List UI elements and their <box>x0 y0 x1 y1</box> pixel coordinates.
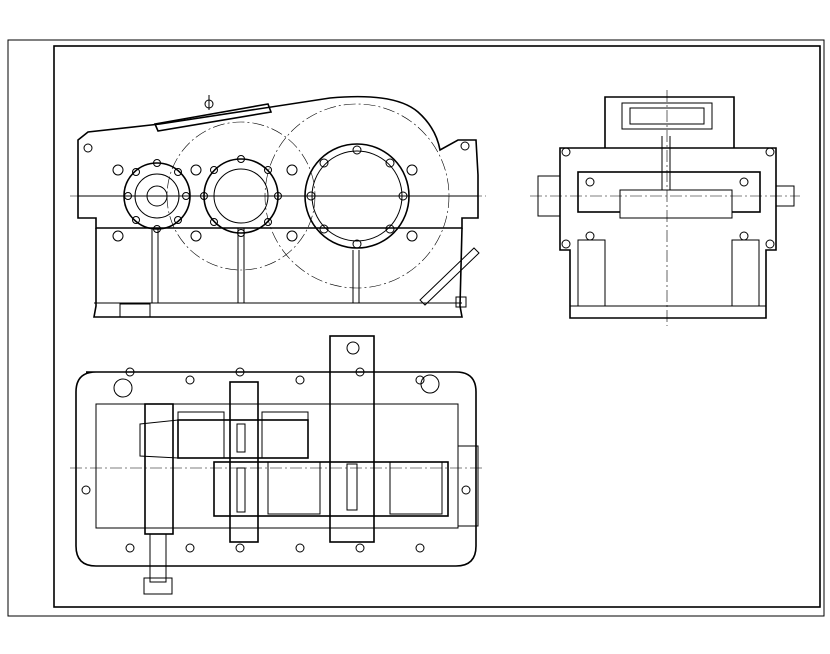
bolt-inter-1 <box>274 192 282 200</box>
keyway-2 <box>236 467 246 513</box>
bolt-inter-4 <box>210 166 218 174</box>
side-leg-left <box>577 239 606 307</box>
flange-bolt-6 <box>406 164 418 176</box>
inspection-hatch <box>153 103 273 132</box>
top-bolt-7 <box>185 543 195 553</box>
bearing-2 <box>261 411 309 459</box>
lifting-hole-top-left <box>113 378 133 398</box>
bolt-output-7 <box>385 224 395 234</box>
bolt-inter-5 <box>264 166 272 174</box>
top-bolt-10 <box>355 543 365 553</box>
hatch-side-inner <box>629 107 705 125</box>
top-bolt-3 <box>295 375 305 385</box>
bearing-1 <box>177 411 225 459</box>
side-view <box>530 90 800 326</box>
bearing-4 <box>267 461 321 515</box>
top-housing <box>75 371 477 567</box>
flange-bolt-1 <box>112 230 124 242</box>
inner-frame <box>53 45 821 608</box>
side-bolt-5 <box>585 231 595 241</box>
top-bolt-8 <box>235 543 245 553</box>
top-bolt-2 <box>235 367 245 377</box>
top-bolt-0 <box>125 367 135 377</box>
bolt-input-6 <box>132 216 140 224</box>
flange-bolt-2 <box>190 164 202 176</box>
input-key <box>143 577 173 595</box>
outer-border <box>7 39 825 617</box>
top-side-boss <box>457 445 479 527</box>
bearing-3 <box>389 461 443 515</box>
side-bolt-3 <box>765 239 775 249</box>
front-foot-left <box>119 303 151 318</box>
bolt-input-4 <box>132 168 140 176</box>
top-bolt-5 <box>415 375 425 385</box>
flange-bolt-5 <box>286 230 298 242</box>
bolt-output-1 <box>398 191 408 201</box>
side-shaft-band <box>619 189 733 219</box>
flange-bolt-0 <box>112 164 124 176</box>
side-bolt-4 <box>585 177 595 187</box>
bolt-output-0 <box>352 145 362 155</box>
bolt-output-4 <box>319 158 329 168</box>
front-housing-base <box>93 227 463 318</box>
gear-row-lower <box>213 461 449 517</box>
bolt-input-1 <box>182 192 190 200</box>
lifting-hole-left <box>83 143 93 153</box>
side-bolt-2 <box>765 147 775 157</box>
top-bolt-12 <box>81 485 91 495</box>
bolt-output-5 <box>385 158 395 168</box>
top-bolt-9 <box>295 543 305 553</box>
bolt-output-3 <box>306 191 316 201</box>
bolt-input-2 <box>153 225 161 233</box>
flange-bolt-3 <box>190 230 202 242</box>
side-bolt-7 <box>739 231 749 241</box>
keyway-1 <box>236 423 246 453</box>
bolt-inter-6 <box>210 218 218 226</box>
front-cover <box>77 95 479 176</box>
drain-plug <box>455 296 467 308</box>
bolt-inter-2 <box>237 229 245 237</box>
bolt-input-7 <box>174 216 182 224</box>
top-bolts <box>81 367 471 553</box>
top-section-view <box>70 335 484 595</box>
side-bolt-6 <box>739 177 749 187</box>
keyway-3 <box>346 463 358 511</box>
side-housing <box>559 147 777 319</box>
input-shaft-ext <box>149 533 167 583</box>
side-cover <box>604 96 735 148</box>
top-bolt-11 <box>415 543 425 553</box>
hatch-side <box>621 102 713 130</box>
output-shaft <box>329 335 375 543</box>
front-flange-band <box>77 175 479 229</box>
top-inner-wall <box>95 403 459 529</box>
side-bolts <box>561 147 775 249</box>
top-bolt-4 <box>355 367 365 377</box>
bolt-inter-3 <box>200 192 208 200</box>
top-bolt-1 <box>185 375 195 385</box>
output-shaft-hole <box>346 341 360 355</box>
side-bolt-0 <box>561 147 571 157</box>
flange-bolt-4 <box>286 164 298 176</box>
bolt-inter-7 <box>264 218 272 226</box>
bolt-output-6 <box>319 224 329 234</box>
bolt-inter-0 <box>237 155 245 163</box>
front-view <box>70 95 486 318</box>
lifting-hole-right <box>460 141 470 151</box>
bolt-output-2 <box>352 239 362 249</box>
bolt-input-5 <box>174 168 182 176</box>
bolt-input-0 <box>153 159 161 167</box>
bolt-input-3 <box>124 192 132 200</box>
flange-bolt-7 <box>406 230 418 242</box>
dipstick <box>419 247 480 306</box>
top-bolt-13 <box>461 485 471 495</box>
side-leg-right <box>731 239 760 307</box>
front-bolts <box>112 145 418 249</box>
side-bolt-1 <box>561 239 571 249</box>
top-bolt-6 <box>125 543 135 553</box>
